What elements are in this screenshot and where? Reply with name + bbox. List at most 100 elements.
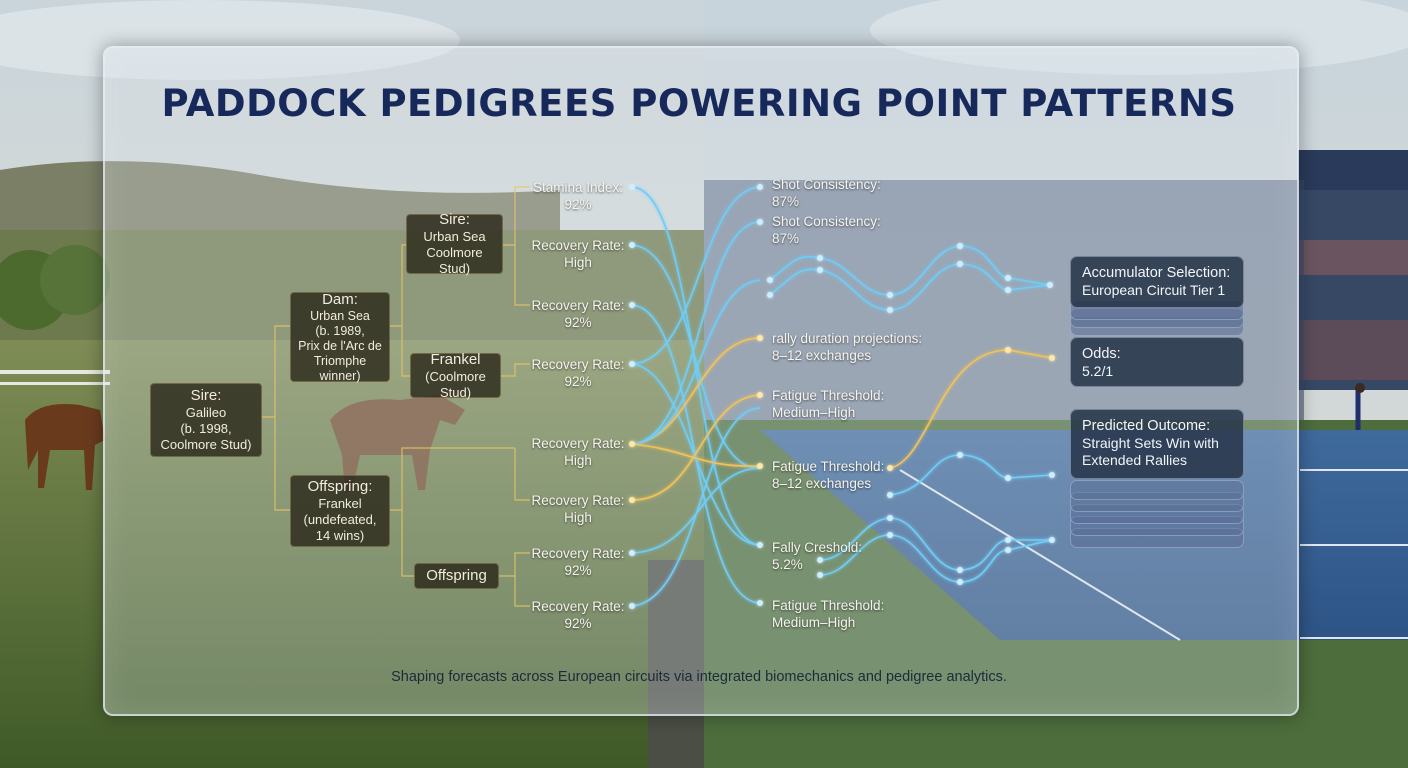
metric-label: Recovery Rate: — [531, 493, 625, 508]
tree-link — [499, 552, 530, 577]
projection-value: 5.2% — [772, 557, 803, 572]
node-line: Urban Sea — [423, 229, 486, 244]
metric-recovery-rate: Recovery Rate: High — [527, 492, 629, 526]
wave-wire — [769, 245, 1051, 296]
flow-wire — [631, 443, 761, 467]
metric-value: 92% — [564, 374, 592, 389]
metric-recovery-rate: Recovery Rate: 92% — [527, 297, 629, 331]
flow-wire — [631, 244, 761, 469]
node-head: Offspring: — [307, 478, 373, 495]
tree-link — [514, 245, 530, 306]
node-line: Prix de l'Arc de — [298, 338, 382, 353]
metric-recovery-rate: Recovery Rate: 92% — [527, 598, 629, 632]
metric-recovery-rate: Recovery Rate: High — [527, 237, 629, 271]
wire-node — [1005, 475, 1011, 481]
pedigree-dam-node: Dam: Urban Sea (b. 1989, Prix de l'Arc d… — [290, 291, 390, 383]
metric-value: 92% — [564, 616, 592, 631]
projection-value: 8–12 exchanges — [772, 348, 872, 363]
wave-wire — [769, 263, 1051, 311]
node-head: Offspring — [426, 567, 487, 584]
tree-link — [501, 363, 530, 377]
wire-node — [1049, 537, 1055, 543]
wave-wire — [889, 349, 1053, 469]
tree-link — [401, 510, 414, 577]
wire-node — [887, 492, 893, 498]
tree-link — [390, 447, 515, 511]
tree-link — [262, 325, 290, 418]
tree-link — [390, 244, 406, 327]
wire-node — [957, 452, 963, 458]
accumulator-selection-card: Accumulator Selection: European Circuit … — [1070, 256, 1244, 308]
metric-value: High — [564, 510, 592, 525]
card-value: Straight Sets Win with Extended Rallies — [1082, 435, 1219, 468]
wire-node — [957, 261, 963, 267]
projection-value: Medium–High — [772, 615, 856, 630]
card-title: Predicted Outcome: — [1082, 418, 1211, 434]
tree-connectors — [262, 186, 530, 607]
projection-fatigue-threshold: Fatigue Threshold: Medium–High — [772, 597, 884, 631]
tree-link — [503, 186, 530, 246]
odds-card: Odds: 5.2/1 — [1070, 337, 1244, 387]
wire-node — [1047, 282, 1053, 288]
wire-node — [817, 255, 823, 261]
wire-node — [767, 292, 773, 298]
metric-label: Recovery Rate: — [531, 436, 625, 451]
wave-wire — [819, 534, 1053, 583]
metric-recovery-rate: Recovery Rate: 92% — [527, 356, 629, 390]
projection-value: 87% — [772, 194, 800, 209]
pedigree-sire-node: Sire: Urban Sea Coolmore Stud) — [406, 211, 503, 276]
node-line: (undefeated, — [303, 512, 377, 527]
metric-recovery-rate: Recovery Rate: High — [527, 435, 629, 469]
tree-link — [274, 417, 290, 511]
wire-node — [1049, 472, 1055, 478]
node-line: 14 wins) — [315, 528, 365, 543]
wire-node — [757, 184, 763, 190]
wire-node — [629, 497, 635, 503]
flow-wire — [631, 186, 761, 546]
node-line: Galileo — [185, 405, 227, 420]
projection-label: Fatigue Threshold: — [772, 459, 885, 474]
metric-label: Stamina Index: — [532, 180, 624, 195]
node-line: (b. 1998, — [180, 421, 232, 436]
card-title: Accumulator Selection: — [1082, 265, 1231, 281]
projection-label: Shot Consistency: — [772, 177, 881, 192]
wire-node — [767, 277, 773, 283]
node-head: Frankel — [430, 350, 481, 368]
wire-node — [629, 361, 635, 367]
node-head: Sire: — [439, 211, 470, 228]
pedigree-offspring-node: Offspring — [414, 563, 499, 589]
wire-node — [629, 550, 635, 556]
flow-wires — [631, 186, 1053, 607]
metric-value: 92% — [564, 563, 592, 578]
tree-link — [401, 326, 410, 377]
wire-node — [817, 267, 823, 273]
projection-label: Fatigue Threshold: — [772, 598, 885, 613]
wire-node — [1049, 355, 1055, 361]
wire-node — [817, 557, 823, 563]
flow-wire — [631, 279, 761, 445]
metric-label: Recovery Rate: — [531, 298, 625, 313]
wire-node — [817, 572, 823, 578]
wire-node — [887, 532, 893, 538]
projection-label: rally duration projections: — [772, 331, 923, 346]
metric-stamina-index: Stamina Index: 92% — [527, 179, 629, 213]
metric-label: Recovery Rate: — [531, 546, 625, 561]
node-line: Coolmore Stud) — [426, 245, 483, 276]
page-title: PADDOCK PEDIGREES POWERING POINT PATTERN… — [161, 82, 1237, 125]
metric-value: 92% — [564, 315, 592, 330]
flow-wire — [631, 186, 761, 365]
flow-wire — [631, 467, 761, 554]
wire-node — [957, 579, 963, 585]
wire-node — [757, 542, 763, 548]
wire-node — [1005, 275, 1011, 281]
node-head: Sire: — [190, 387, 222, 404]
node-line: Triomphe winner) — [313, 353, 367, 383]
flow-wire — [631, 221, 761, 445]
tree-link — [514, 448, 530, 501]
pedigree-frankel-node: Frankel (Coolmore Stud) — [410, 350, 501, 400]
card-value: European Circuit Tier 1 — [1082, 282, 1226, 298]
wire-node — [629, 184, 635, 190]
wire-node — [1005, 547, 1011, 553]
node-line: (Coolmore Stud) — [425, 368, 486, 400]
